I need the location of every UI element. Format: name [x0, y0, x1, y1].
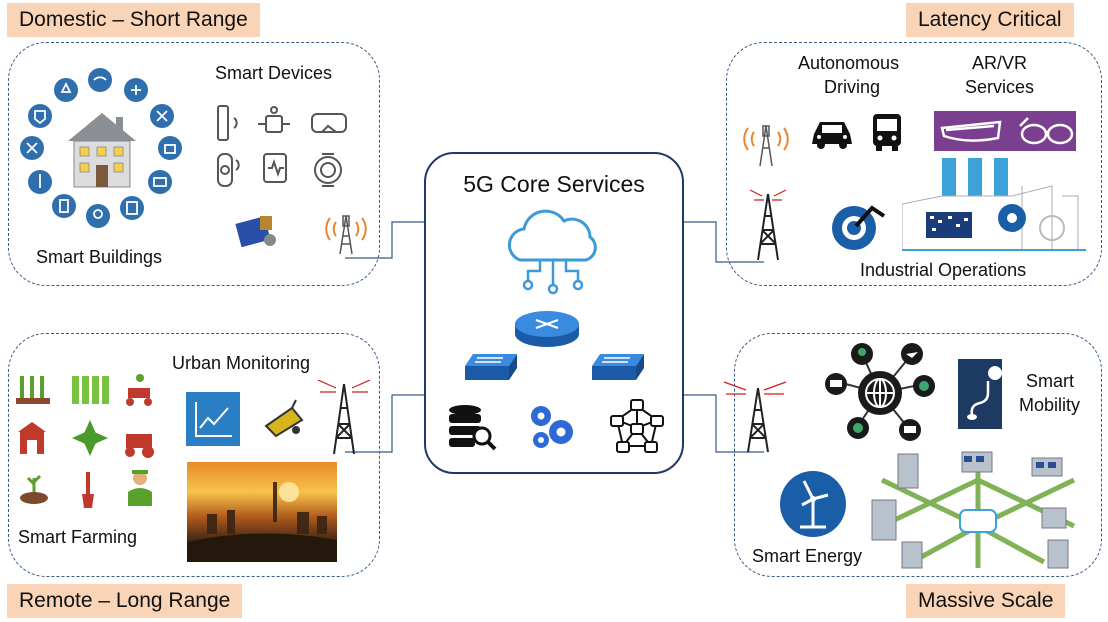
city-photo — [187, 462, 337, 562]
latency-panel — [726, 42, 1102, 286]
robot-arm-icon — [832, 205, 886, 250]
cloud-icon — [507, 209, 597, 295]
autonomous-driving-label-line1: Autonomous — [798, 53, 900, 73]
smart-mobility-label-line1: Smart — [1026, 371, 1075, 391]
tag-massive: Massive Scale — [906, 584, 1066, 618]
smart-building-ring — [20, 68, 182, 228]
arvr-label-line2: Services — [965, 77, 1035, 97]
smart-farming-label: Smart Farming — [18, 527, 138, 547]
smart-devices-label: Smart Devices — [215, 63, 333, 83]
urban-monitoring-label: Urban Monitoring — [172, 353, 311, 373]
network-lock-icon — [610, 399, 664, 453]
sensor-module-icon — [235, 216, 276, 248]
industrial-operations-label: Industrial Operations — [860, 260, 1027, 280]
tag-remote: Remote – Long Range — [7, 584, 243, 618]
tag-latency: Latency Critical — [906, 3, 1074, 37]
ar-glasses-icon — [940, 117, 1074, 145]
antenna-icon — [325, 215, 367, 255]
smart-buildings-label: Smart Buildings — [36, 247, 163, 267]
sensor-icon — [264, 399, 304, 438]
switch-icon — [465, 354, 517, 380]
house-icon — [68, 113, 136, 188]
factory-icon — [902, 158, 1086, 251]
car-icon — [812, 122, 852, 149]
ar-vr-banner — [934, 111, 1076, 151]
gears-icon — [531, 406, 573, 448]
remote-panel — [8, 333, 380, 577]
tag-domestic: Domestic – Short Range — [7, 3, 260, 37]
smart-device-icons — [217, 105, 347, 187]
massive-panel — [734, 333, 1102, 577]
globe-hub-icon — [825, 343, 935, 441]
tower-icon — [317, 379, 371, 455]
database-search-icon — [449, 405, 497, 451]
map-route-icon — [958, 359, 1002, 429]
farming-icons — [16, 374, 154, 508]
antenna-icon — [743, 125, 789, 167]
bus-icon — [873, 114, 901, 151]
chart-icon — [186, 392, 240, 446]
tower-icon — [749, 189, 787, 261]
smart-energy-label: Smart Energy — [752, 546, 863, 566]
microgrid-icon — [871, 451, 1076, 569]
router-icon — [515, 311, 579, 347]
smart-mobility-label-line2: Mobility — [1019, 395, 1081, 415]
domestic-panel — [8, 42, 380, 286]
core-title: 5G Core Services — [463, 171, 645, 197]
wind-turbine-icon — [780, 471, 846, 537]
autonomous-driving-label-line2: Driving — [824, 77, 881, 97]
tower-icon — [723, 381, 787, 453]
switch-icon — [592, 354, 644, 380]
arvr-label-line1: AR/VR — [972, 53, 1028, 73]
